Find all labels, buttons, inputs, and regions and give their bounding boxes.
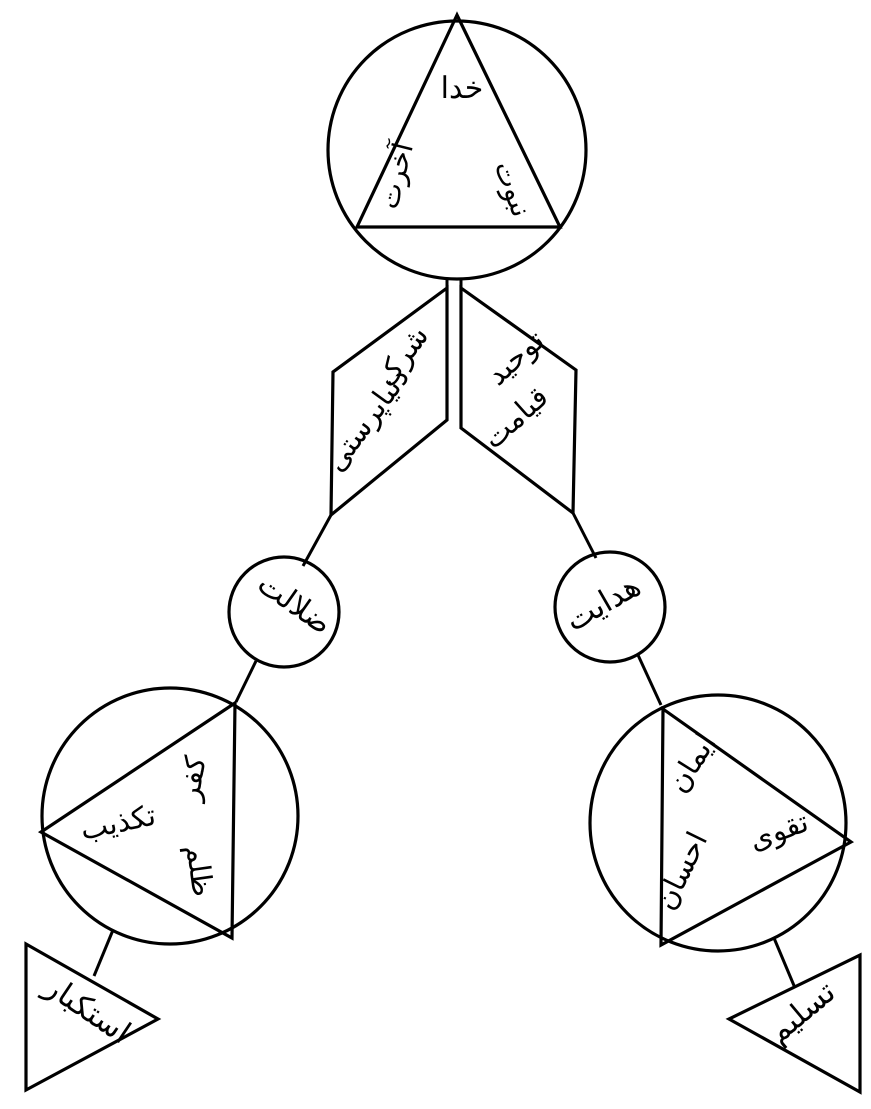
- bottom-right-left-label: ایمان: [660, 727, 722, 798]
- circle-left: [227, 555, 341, 669]
- end-right-label: تسلیم: [761, 974, 843, 1051]
- end-left-triangle: [24, 941, 162, 1093]
- circle-right-node: هدایت: [553, 550, 667, 664]
- top-node: خدا آخرت نبوت: [326, 11, 588, 281]
- rhombus-right-line2: قیامت: [476, 380, 555, 456]
- bottom-left-circle: [40, 686, 300, 946]
- connector-bottom-right-end: [772, 937, 797, 989]
- end-right-node: تسلیم: [725, 952, 862, 1095]
- end-left-node: استکبار: [24, 941, 162, 1093]
- rhombus-left-node: شرک دنیاپرستی: [318, 284, 449, 519]
- rhombus-right-node: توحید قیامت: [459, 284, 578, 517]
- top-apex-label: خدا: [441, 71, 484, 106]
- bottom-left-left-label: تکذیب: [77, 798, 158, 847]
- top-left-label: آخرت: [371, 138, 420, 212]
- top-triangle: [354, 11, 563, 229]
- top-circle: [326, 19, 588, 281]
- rhombus-right-line1: توحید: [480, 323, 552, 392]
- bottom-right-node: ایمان تقوی احسان: [588, 693, 855, 953]
- connector-circle-right-bottom: [636, 654, 663, 706]
- bottom-right-right-label: تقوی: [744, 804, 813, 858]
- circle-left-node: ضلالت: [227, 555, 341, 669]
- circle-right-label: هدایت: [559, 568, 647, 639]
- bottom-left-triangle: [37, 699, 237, 941]
- connector-rhombus-right-circle: [571, 512, 598, 559]
- connector-circle-left-bottom: [234, 660, 258, 703]
- connector-rhombus-left-circle: [301, 514, 333, 567]
- end-right-triangle: [725, 952, 862, 1095]
- connector-bottom-left-end: [92, 929, 115, 977]
- bottom-right-circle: [588, 693, 848, 953]
- circle-right: [553, 550, 667, 664]
- bottom-left-bottom-label: ظلم: [179, 843, 220, 899]
- bottom-left-node: کفر تکذیب ظلم: [37, 686, 300, 946]
- bottom-right-triangle: [659, 705, 855, 948]
- bottom-right-bottom-label: احسان: [648, 826, 715, 915]
- bottom-left-top-label: کفر: [171, 753, 214, 805]
